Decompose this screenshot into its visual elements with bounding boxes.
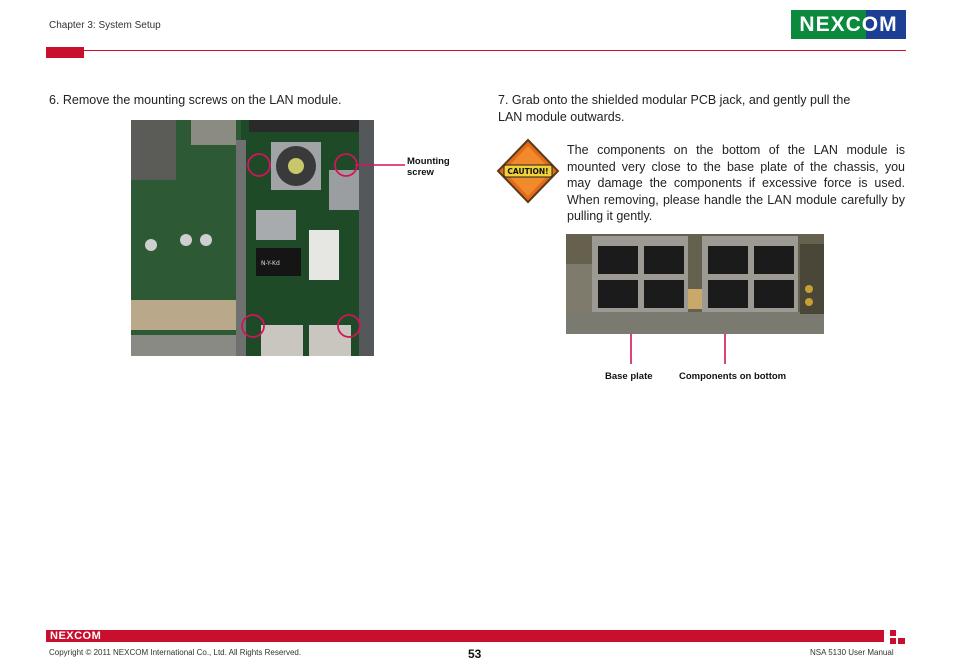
components-on-bottom-label: Components on bottom bbox=[679, 371, 787, 382]
chip-label: N-Y-Kd bbox=[261, 260, 280, 267]
screw-circle-bottom-left bbox=[241, 314, 265, 338]
header-accent-bar bbox=[46, 47, 84, 58]
copyright: Copyright © 2011 NEXCOM International Co… bbox=[49, 648, 302, 657]
page-number: 53 bbox=[468, 647, 482, 661]
manual-title: NSA 5130 User Manual bbox=[810, 648, 894, 657]
header-rule bbox=[46, 50, 906, 51]
logo-text: NEXCOM bbox=[799, 13, 898, 36]
rj45-jacks-photo bbox=[566, 234, 824, 334]
base-plate-leader bbox=[630, 334, 632, 364]
components-leader bbox=[724, 334, 726, 364]
mounting-screw-label: Mounting screw bbox=[407, 156, 450, 178]
step-7-text: 7. Grab onto the shielded modular PCB ja… bbox=[498, 93, 851, 124]
caution-text: The components on the bottom of the LAN … bbox=[567, 143, 905, 223]
screw-circle-bottom-right bbox=[337, 314, 361, 338]
footer-bar bbox=[46, 630, 884, 642]
mounting-screw-leader bbox=[355, 164, 405, 166]
footer-square bbox=[890, 638, 896, 644]
lan-module-photo: N-Y-Kd bbox=[131, 120, 374, 356]
footer-square bbox=[890, 630, 896, 636]
footer-square bbox=[898, 638, 905, 644]
caution-badge-text: CAUTION! bbox=[507, 167, 548, 176]
screw-circle-top-left bbox=[247, 153, 271, 177]
chapter-title: Chapter 3: System Setup bbox=[49, 20, 161, 31]
nexcom-logo: NEXCOM bbox=[791, 10, 906, 39]
footer-logo: NEXCOM bbox=[50, 630, 102, 642]
caution-icon: CAUTION! bbox=[496, 138, 560, 204]
base-plate-label: Base plate bbox=[605, 371, 653, 382]
step-6-text: 6. Remove the mounting screws on the LAN… bbox=[49, 93, 342, 107]
